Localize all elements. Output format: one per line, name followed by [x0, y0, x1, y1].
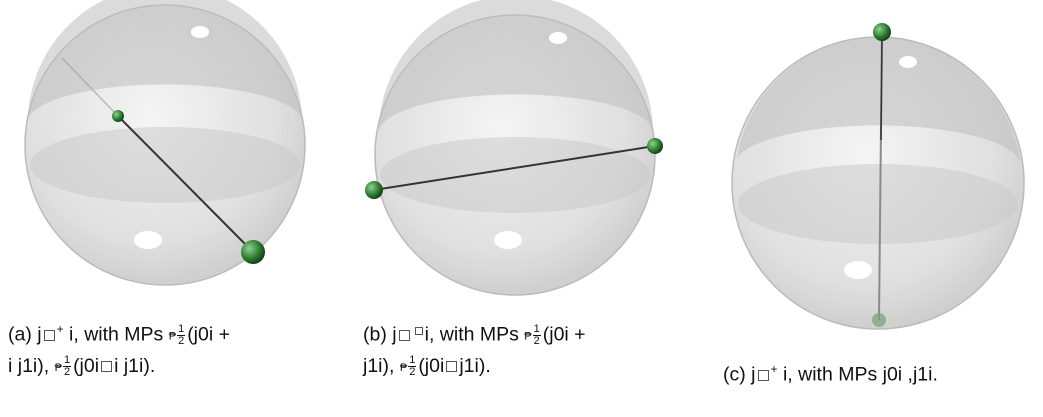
caption-text: +	[770, 362, 778, 376]
caption-text: (j0i +	[187, 323, 230, 346]
caption-line: (c) j + i, with MPs j0i ,j1i.	[723, 355, 938, 390]
state-vector	[117, 115, 254, 253]
mp-point	[112, 110, 124, 122]
caption-text: j1i).	[459, 354, 491, 377]
caption-text: (j0i +	[542, 323, 586, 346]
caption-text: i, with MPs j0i ,j1i.	[782, 363, 938, 386]
ket-symbol-icon	[757, 369, 769, 381]
highlight-bottom	[494, 231, 522, 249]
caption-text: (j0i	[418, 354, 445, 377]
bloch-sphere-b	[365, 0, 663, 296]
caption-text: j1i),	[363, 354, 395, 377]
mp-point	[872, 313, 886, 327]
highlight-top	[899, 56, 917, 68]
caption-text: (b) j	[363, 323, 397, 346]
ket-symbol-icon	[414, 326, 423, 335]
radical-icon: ₱	[524, 330, 532, 343]
mp-point	[365, 181, 383, 199]
bloch-sphere-c	[731, 23, 1025, 330]
caption-text: i, with MPs	[69, 323, 164, 346]
equator-ellipse	[30, 127, 300, 203]
radical-icon: ₱	[168, 330, 177, 343]
upper-hemisphere	[379, 0, 654, 135]
highlight-bottom	[844, 261, 872, 279]
upper-hemisphere	[28, 0, 303, 125]
mp-point	[647, 138, 663, 154]
caption-text: (c) j	[723, 363, 756, 386]
highlight-top	[549, 32, 567, 44]
axis-faint	[61, 57, 119, 117]
caption-text: i j1i),	[8, 354, 50, 377]
caption-c: (c) j + i, with MPs j0i ,j1i.	[723, 355, 938, 390]
bloch-sphere-a	[24, 0, 306, 286]
state-vector-inner	[880, 31, 883, 141]
equator-ellipse	[738, 164, 1018, 244]
state-vector	[373, 145, 656, 191]
caption-text: i, with MPs	[424, 323, 519, 346]
panel-c: (c) j + i, with MPs j0i ,j1i.	[715, 0, 1043, 417]
caption-text: (j0i	[73, 354, 100, 377]
caption-text: i j1i).	[114, 354, 156, 377]
ket-symbol-icon	[43, 329, 55, 341]
caption-text: +	[56, 322, 64, 336]
minus-symbol-icon	[446, 360, 458, 372]
minus-symbol-icon	[101, 360, 113, 372]
equator-ellipse	[380, 137, 650, 213]
caption-text: (a) j	[8, 323, 42, 346]
highlight-bottom	[134, 231, 162, 249]
ket-symbol-icon	[398, 329, 410, 341]
highlight-top	[191, 26, 209, 38]
radical-icon: ₱	[54, 361, 62, 374]
mp-point	[873, 23, 891, 41]
upper-hemisphere	[737, 37, 1020, 162]
mp-point	[241, 240, 265, 264]
radical-icon: ₱	[399, 361, 408, 374]
